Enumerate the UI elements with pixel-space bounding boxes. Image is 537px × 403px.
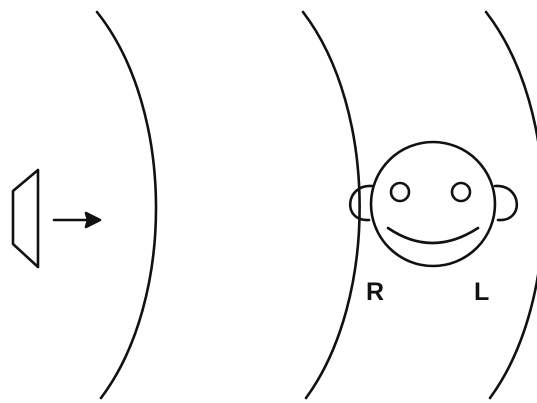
wavefront-1 <box>95 10 158 400</box>
wavefront-2 <box>301 10 361 400</box>
arrow-right-icon <box>52 211 102 229</box>
ear-left <box>493 184 519 222</box>
eye-right <box>389 181 411 203</box>
ear-label-right: R <box>366 278 385 306</box>
ear-label-left: L <box>474 278 490 306</box>
head <box>369 140 497 268</box>
speaker-icon <box>11 168 40 269</box>
mouth <box>386 226 480 245</box>
eye-left <box>450 181 472 203</box>
face-icon <box>348 140 519 268</box>
ear-right <box>348 184 374 222</box>
wavefront-3 <box>484 10 537 400</box>
